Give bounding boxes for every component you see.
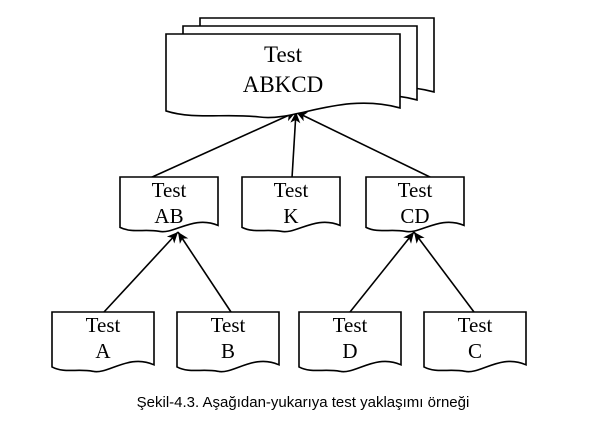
arrow-k-to-abkcd	[290, 111, 301, 179]
node-label-line2: CD	[400, 204, 429, 228]
node-label-line1: Test	[333, 313, 368, 337]
arrow-cd-to-abkcd	[295, 111, 433, 179]
node-label-line2: ABKCD	[243, 72, 324, 97]
document-shape	[119, 176, 219, 233]
arrow-ab-to-abkcd	[149, 111, 297, 179]
node-label-line2: C	[468, 339, 482, 363]
document-shape	[365, 176, 465, 233]
document-shape	[51, 311, 155, 373]
document-shape	[423, 311, 527, 373]
node-label-line1: Test	[152, 178, 187, 202]
figure-caption: Şekil-4.3. Aşağıdan-yukarıya test yaklaş…	[136, 394, 470, 411]
arrow-c-to-cd	[413, 231, 475, 313]
arrow-d-to-cd	[349, 231, 415, 313]
node-label-line1: Test	[211, 313, 246, 337]
document-shape	[241, 176, 341, 233]
arrow-a-to-ab	[103, 231, 179, 313]
node-label-line1: Test	[398, 178, 433, 202]
document-shape	[298, 311, 402, 373]
node-label-line1: Test	[274, 178, 309, 202]
node-label-line2: A	[95, 339, 111, 363]
node-label-line2: AB	[154, 204, 183, 228]
node-label-line2: K	[283, 204, 298, 228]
node-label-line1: Test	[458, 313, 493, 337]
edges	[103, 111, 475, 313]
document-shape	[176, 311, 280, 373]
nodes: TestABKCDTestABTestKTestCDTestATestBTest…	[51, 17, 527, 373]
node-label-line2: B	[221, 339, 235, 363]
node-label-line2: D	[342, 339, 357, 363]
node-label-line1: Test	[264, 42, 303, 67]
document-shape	[165, 33, 401, 119]
node-label-line1: Test	[86, 313, 121, 337]
arrow-b-to-ab	[177, 231, 232, 313]
